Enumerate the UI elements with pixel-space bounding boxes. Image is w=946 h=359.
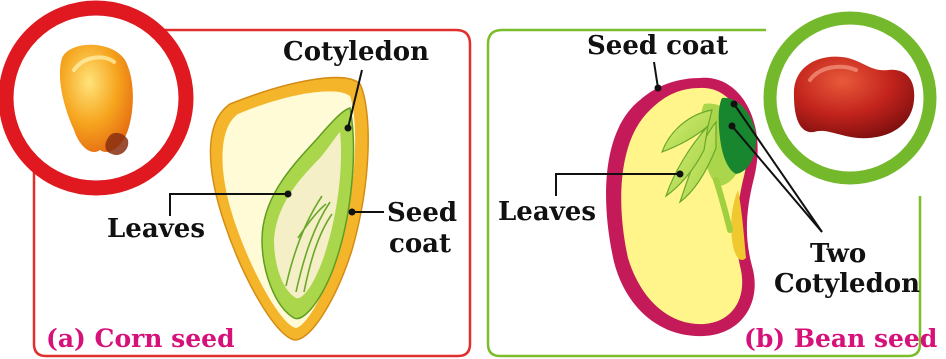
- corn-kernel-photo: [6, 8, 186, 188]
- bean-photo: [770, 18, 930, 178]
- corn-seed-section: [210, 78, 368, 340]
- bean-leaves-label: Leaves: [498, 197, 596, 227]
- corn-panel: Cotyledon Leaves Seed coat (a) Corn seed: [6, 8, 470, 356]
- corn-seed-coat-label-line2: coat: [389, 229, 451, 259]
- corn-cotyledon-label: Cotyledon: [283, 37, 429, 67]
- corn-seed-coat-label-line1: Seed: [387, 198, 457, 228]
- bean-panel: Seed coat Leaves Two Cotyledon (b) Bean …: [488, 18, 937, 356]
- bean-caption: (b) Bean seed: [744, 324, 937, 353]
- bean-cotyledon-label: Cotyledon: [774, 269, 920, 299]
- bean-two-label: Two: [810, 239, 866, 269]
- corn-caption: (a) Corn seed: [46, 324, 235, 353]
- bean-seed-section: [606, 78, 758, 336]
- bean-seed-coat-label: Seed coat: [587, 31, 728, 61]
- corn-leaves-label: Leaves: [107, 214, 205, 244]
